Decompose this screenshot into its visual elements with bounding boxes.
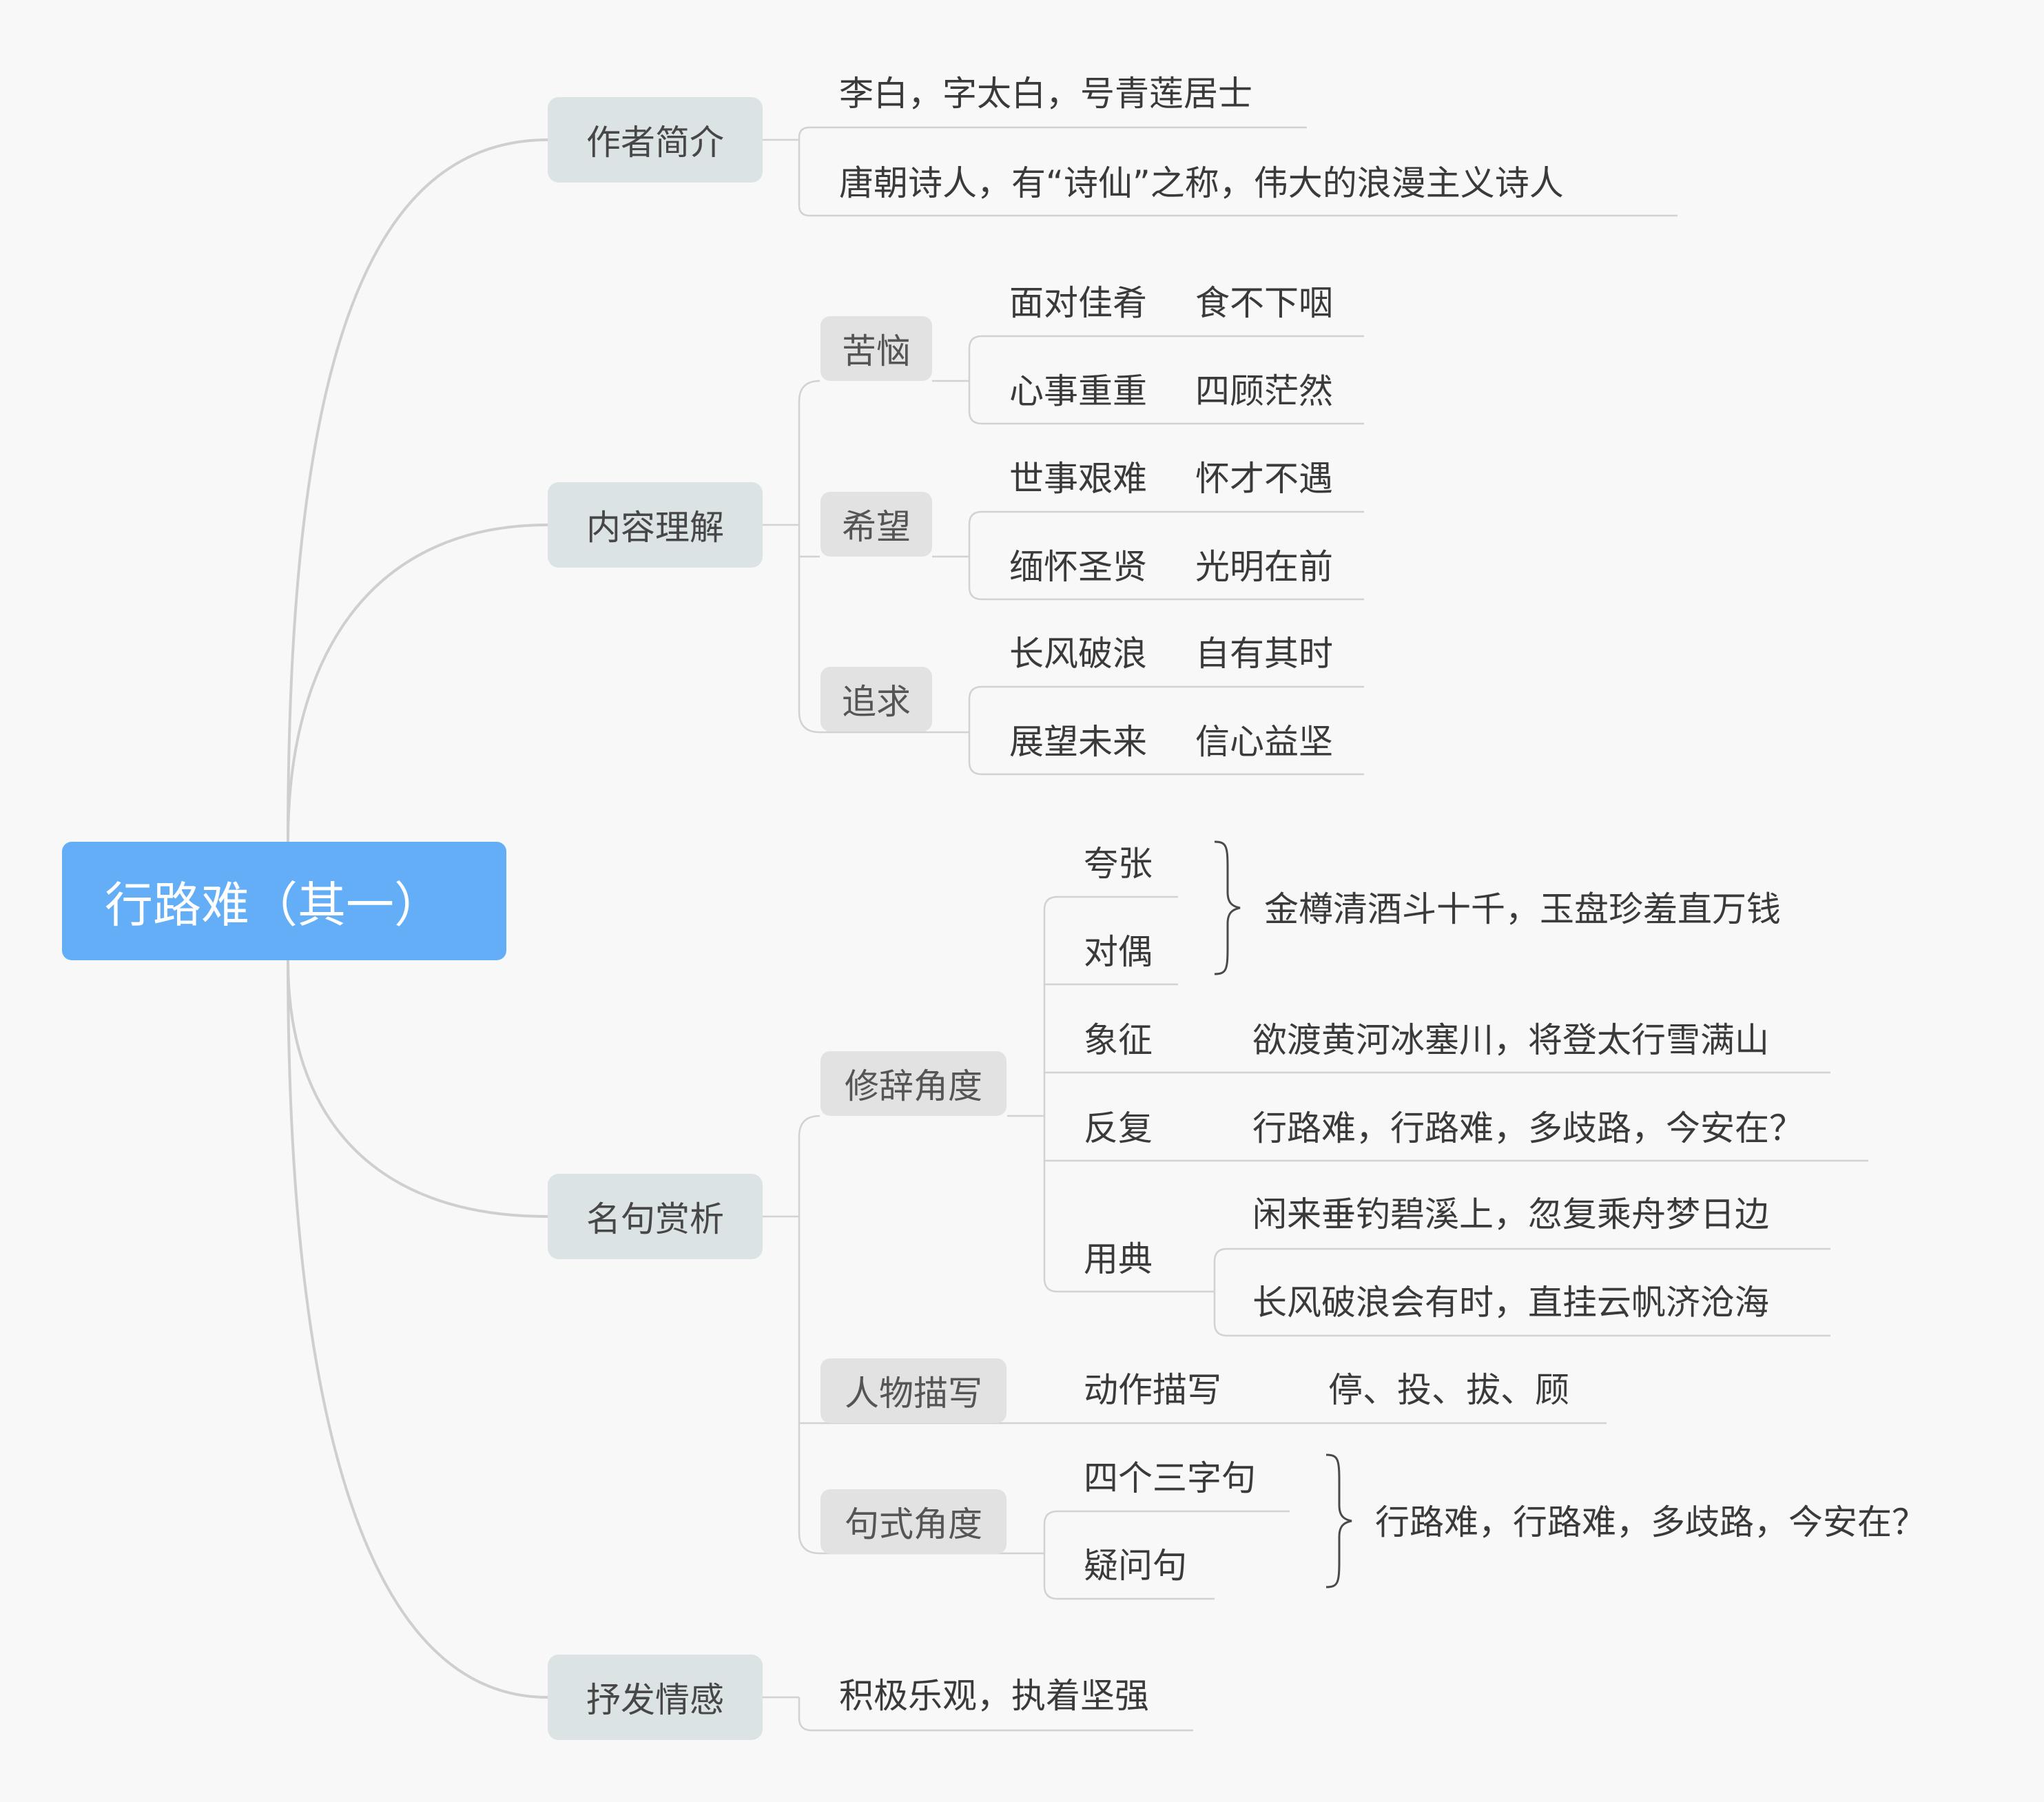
character-detail: 停、投、拔、顾 (1328, 1370, 1569, 1410)
topic-rhetoric[interactable]: 修辞角度 (820, 1051, 1006, 1116)
topic-zhuiqiu[interactable]: 追求 (820, 667, 932, 732)
topic-zhuiqiu-label: 追求 (842, 682, 911, 722)
kunao-row2-a: 心事重重 (1009, 371, 1147, 411)
branch-author-label: 作者简介 (586, 123, 724, 163)
branch-author[interactable]: 作者简介 (548, 97, 763, 183)
branch-quotes[interactable]: 名句赏析 (548, 1174, 763, 1259)
xiwang-row1-b: 怀才不遇 (1195, 459, 1333, 499)
yongdian-item: 长风破浪会有时，直挂云帆济沧海 (1252, 1283, 1769, 1323)
topic-kunao-label: 苦恼 (842, 331, 911, 371)
rhetoric-xiangzheng-text: 欲渡黄河冰塞川，将登太行雪满山 (1252, 1020, 1769, 1060)
xiwang-row2-a: 缅怀圣贤 (1009, 547, 1147, 587)
branch-content-label: 内容理解 (586, 508, 724, 548)
rhetoric-kuazhang: 夸张 (1084, 844, 1153, 884)
kunao-row1-b: 食不下咽 (1195, 283, 1333, 323)
zhuiqiu-row1-a: 长风破浪 (1009, 634, 1147, 674)
topic-kunao[interactable]: 苦恼 (820, 316, 932, 381)
author-item: 唐朝诗人，有“诗仙”之称，伟大的浪漫主义诗人 (839, 163, 1564, 203)
branch-emotion[interactable]: 抒发情感 (548, 1655, 763, 1740)
topic-rhetoric-label: 修辞角度 (845, 1066, 982, 1106)
root-label: 行路难（其一） (105, 876, 442, 933)
branch-content[interactable]: 内容理解 (548, 482, 763, 568)
sentence-item: 四个三字句 (1084, 1458, 1256, 1498)
branch-quotes-label: 名句赏析 (586, 1199, 724, 1239)
rhetoric-yongdian: 用典 (1084, 1239, 1153, 1279)
branch-emotion-label: 抒发情感 (586, 1680, 724, 1720)
rhetoric-fanfu: 反复 (1084, 1108, 1153, 1148)
emotion-item: 积极乐观，执着坚强 (839, 1676, 1149, 1716)
rhetoric-duiou: 对偶 (1084, 932, 1153, 972)
topic-sentence-label: 句式角度 (845, 1504, 982, 1544)
rhetoric-brace-text: 金樽清酒斗十千，玉盘珍羞直万钱 (1264, 889, 1781, 929)
topic-sentence[interactable]: 句式角度 (820, 1489, 1006, 1554)
kunao-row1-a: 面对佳肴 (1009, 283, 1147, 323)
rhetoric-xiangzheng: 象征 (1084, 1020, 1153, 1060)
topic-xiwang[interactable]: 希望 (820, 492, 932, 557)
topic-character[interactable]: 人物描写 (820, 1358, 1006, 1423)
character-item: 动作描写 (1084, 1370, 1221, 1410)
zhuiqiu-row1-b: 自有其时 (1195, 634, 1333, 674)
rhetoric-fanfu-text: 行路难，行路难，多歧路，今安在？ (1252, 1108, 1804, 1148)
xiwang-row2-b: 光明在前 (1195, 547, 1333, 587)
kunao-row2-b: 四顾茫然 (1195, 371, 1333, 411)
author-item: 李白，字太白，号青莲居士 (839, 74, 1252, 114)
zhuiqiu-row2-a: 展望未来 (1009, 722, 1147, 762)
zhuiqiu-row2-b: 信心益坚 (1195, 722, 1333, 762)
sentence-item: 疑问句 (1084, 1546, 1187, 1586)
sentence-brace-text: 行路难，行路难，多歧路，今安在？ (1375, 1502, 1926, 1542)
topic-character-label: 人物描写 (845, 1374, 982, 1413)
xiwang-row1-a: 世事艰难 (1009, 459, 1147, 499)
topic-xiwang-label: 希望 (842, 507, 911, 547)
root-node[interactable]: 行路难（其一） (62, 842, 506, 960)
yongdian-item: 闲来垂钓碧溪上，忽复乘舟梦日边 (1252, 1194, 1769, 1234)
